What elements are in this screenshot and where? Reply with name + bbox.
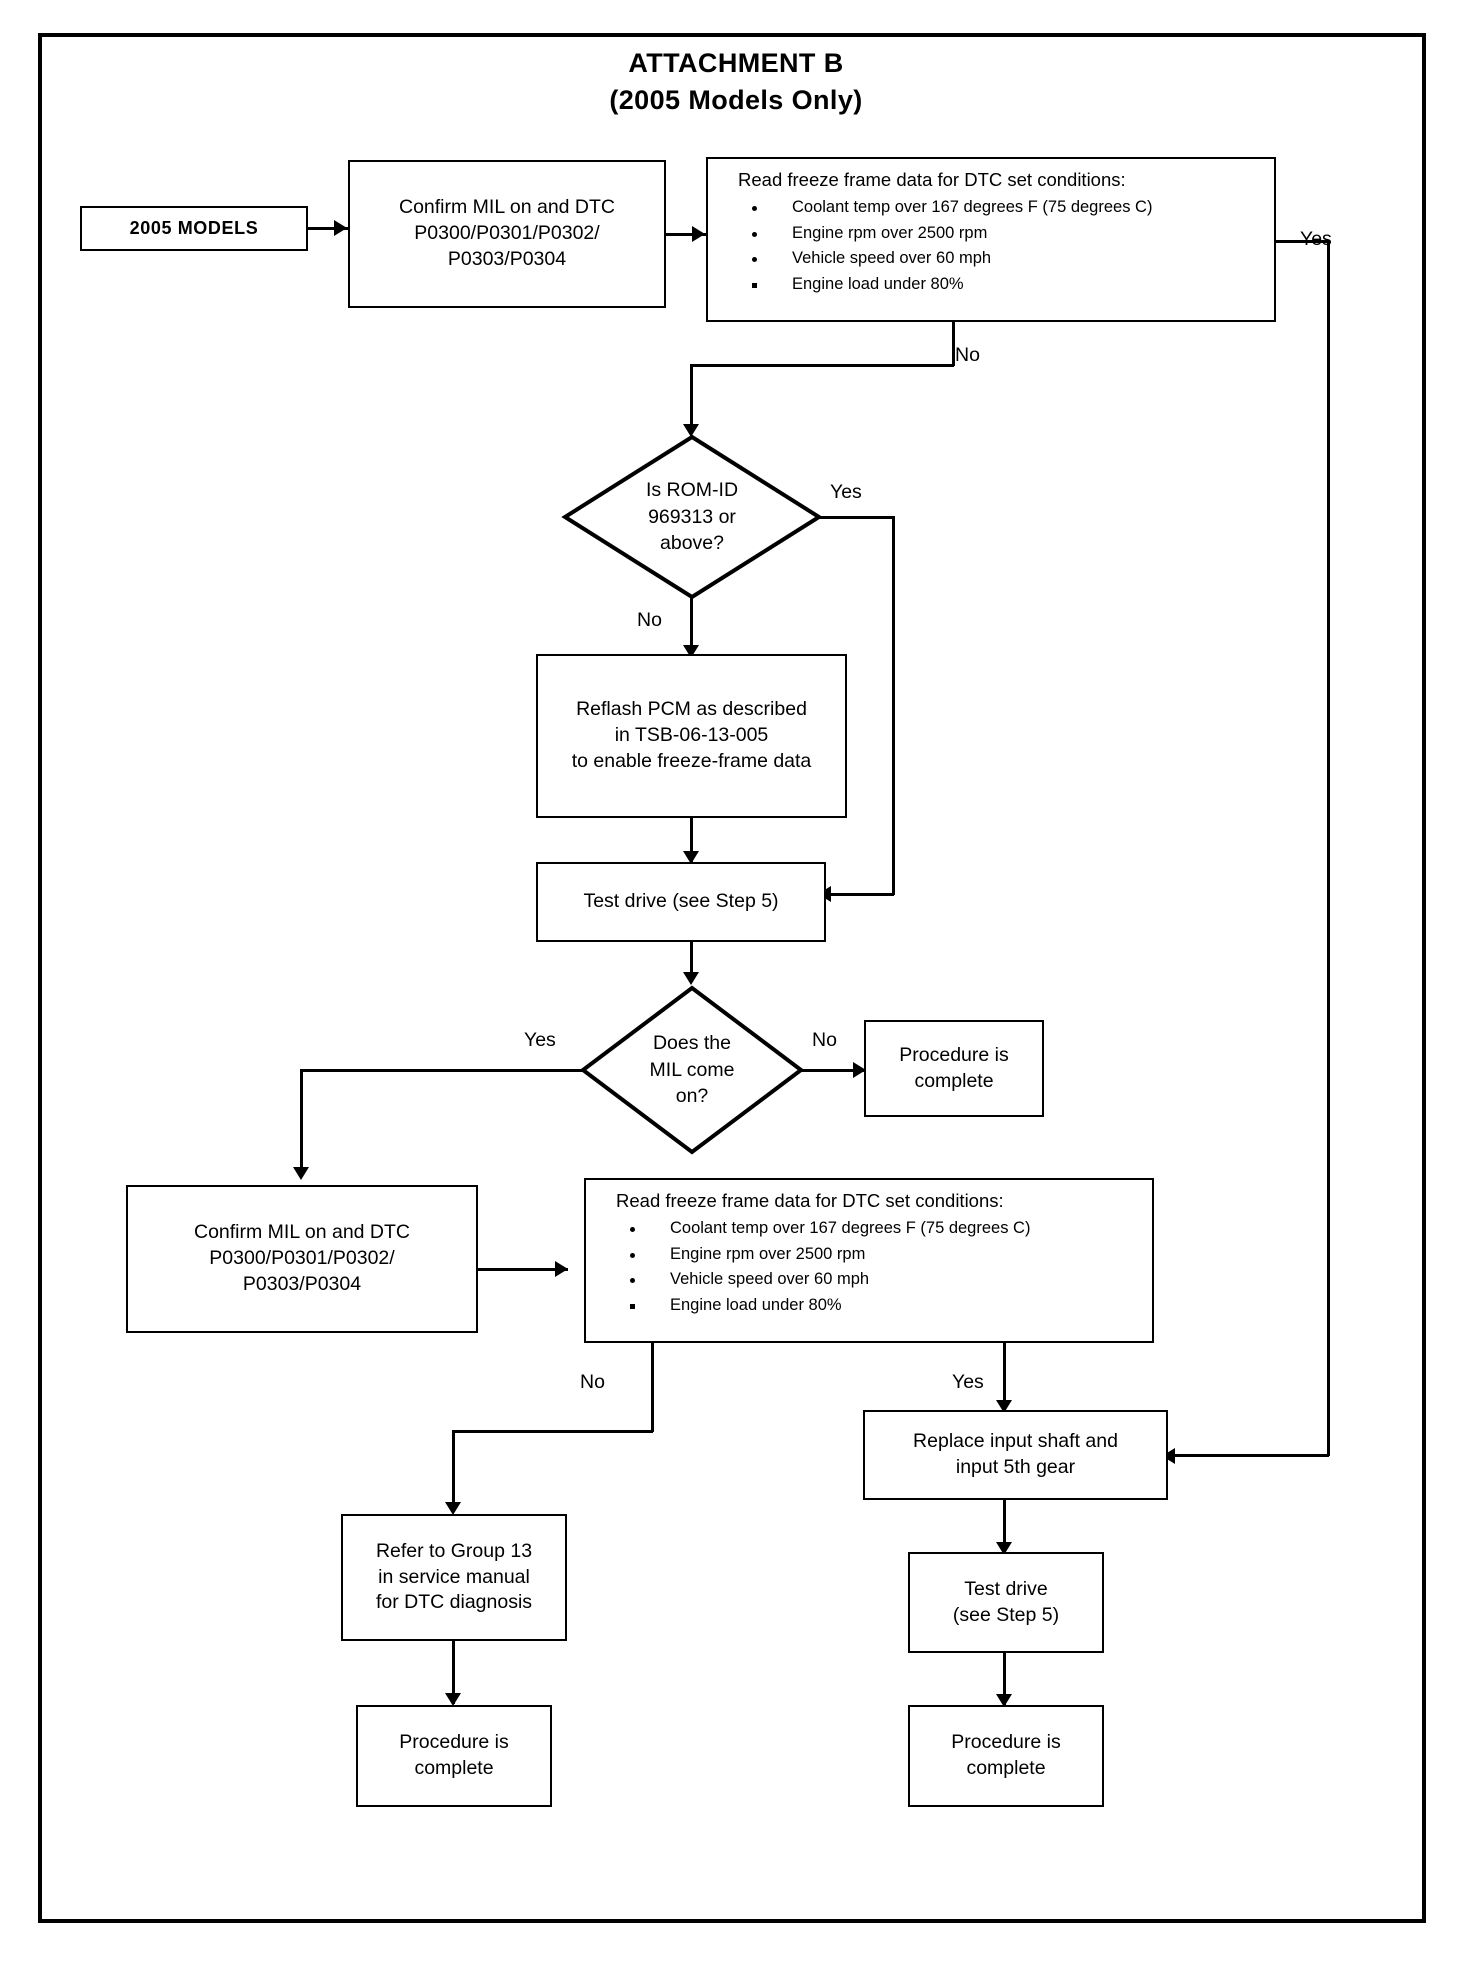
node-confirm-mil-1[interactable]: Confirm MIL on and DTC P0300/P0301/P0302… [348, 160, 666, 308]
arrowhead-confirm1-to-ff1 [692, 226, 705, 242]
edge-refer-to-complete2 [452, 1641, 455, 1704]
node-test-drive-2[interactable]: Test drive (see Step 5) [908, 1552, 1104, 1653]
edge-rom-no-v [690, 598, 693, 654]
freeze-frame-1-condition-0: Coolant temp over 167 degrees F (75 degr… [720, 195, 1262, 221]
node-start-2005-models[interactable]: 2005 MODELS [80, 206, 308, 251]
node-reflash-pcm[interactable]: Reflash PCM as described in TSB-06-13-00… [536, 654, 847, 818]
arrowhead-confirm2-to-ff2 [555, 1261, 568, 1277]
arrowhead-testdrive2-to-complete3 [996, 1694, 1012, 1707]
edge-ff2-no-v1 [651, 1343, 654, 1432]
edge-ff1-yes-h [1276, 240, 1330, 243]
arrowhead-testdrive1-to-mil [683, 972, 699, 985]
node-freeze-frame-1[interactable]: Read freeze frame data for DTC set condi… [706, 157, 1276, 322]
freeze-frame-2-heading: Read freeze frame data for DTC set condi… [616, 1190, 1004, 1211]
edge-ff1-no-v1 [952, 322, 955, 366]
freeze-frame-1-condition-1: Engine rpm over 2500 rpm [720, 221, 1262, 247]
node-rom-id-decision[interactable]: Is ROM-ID 969313 or above? [561, 434, 823, 600]
edge-start-to-confirm1 [308, 227, 348, 230]
freeze-frame-2-condition-1: Engine rpm over 2500 rpm [598, 1242, 1140, 1268]
edge-label-ff1-no: No [955, 344, 980, 366]
page-border [38, 33, 1426, 1923]
node-procedure-complete-1[interactable]: Procedure is complete [864, 1020, 1044, 1117]
freeze-frame-2-conditions: Coolant temp over 167 degrees F (75 degr… [598, 1216, 1140, 1318]
edge-label-rom-yes: Yes [830, 481, 862, 503]
freeze-frame-2-condition-0: Coolant temp over 167 degrees F (75 degr… [598, 1216, 1140, 1242]
arrowhead-reflash-to-testdrive1 [683, 851, 699, 864]
edge-mil-no-h [801, 1069, 865, 1072]
edge-label-rom-no: No [637, 609, 662, 631]
node-test-drive-1[interactable]: Test drive (see Step 5) [536, 862, 826, 942]
page-title-line1: ATTACHMENT B [628, 48, 844, 78]
edge-mil-yes-v [300, 1069, 303, 1177]
edge-ff2-yes-v [1003, 1343, 1006, 1410]
edge-mil-yes-h [300, 1069, 583, 1072]
arrowhead-ff2-yes [996, 1400, 1012, 1413]
rom-id-diamond-shape [561, 434, 823, 600]
edge-ff2-no-h [452, 1430, 653, 1433]
edge-ff1-no-h [690, 364, 954, 367]
page-title-line2: (2005 Models Only) [609, 85, 863, 115]
arrowhead-replace-to-testdrive2 [996, 1542, 1012, 1555]
node-mil-decision[interactable]: Does the MIL come on? [579, 985, 805, 1155]
edge-testdrive2-to-complete3 [1003, 1653, 1006, 1705]
arrowhead-start-to-confirm1 [334, 220, 347, 236]
freeze-frame-1-heading: Read freeze frame data for DTC set condi… [738, 169, 1126, 190]
edge-replace-to-testdrive2 [1003, 1500, 1006, 1552]
node-refer-group-13[interactable]: Refer to Group 13 in service manual for … [341, 1514, 567, 1641]
node-freeze-frame-2[interactable]: Read freeze frame data for DTC set condi… [584, 1178, 1154, 1343]
edge-label-mil-no: No [812, 1029, 837, 1051]
edge-label-mil-yes: Yes [524, 1029, 556, 1051]
node-replace-input-shaft[interactable]: Replace input shaft and input 5th gear [863, 1410, 1168, 1500]
edge-confirm2-to-ff2 [478, 1268, 568, 1271]
edge-rom-yes-h [819, 516, 894, 519]
edge-label-ff2-no: No [580, 1371, 605, 1393]
freeze-frame-1-condition-2: Vehicle speed over 60 mph [720, 246, 1262, 272]
edge-ff1-yes-h2 [1168, 1454, 1329, 1457]
freeze-frame-2-condition-3: Engine load under 80% [598, 1293, 1140, 1319]
freeze-frame-1-conditions: Coolant temp over 167 degrees F (75 degr… [720, 195, 1262, 297]
node-start-label: 2005 MODELS [129, 217, 259, 238]
arrowhead-mil-yes [293, 1167, 309, 1180]
arrowhead-ff2-no [445, 1502, 461, 1515]
arrowhead-refer-to-complete2 [445, 1693, 461, 1706]
edge-rom-yes-h2 [826, 893, 894, 896]
edge-reflash-to-testdrive1 [690, 818, 693, 862]
freeze-frame-1-condition-3: Engine load under 80% [720, 272, 1262, 298]
edge-ff2-no-v2 [452, 1430, 455, 1511]
node-procedure-complete-2[interactable]: Procedure is complete [356, 1705, 552, 1807]
mil-diamond-shape [579, 985, 805, 1155]
edge-ff1-yes-v [1327, 240, 1330, 1456]
arrowhead-mil-no [853, 1062, 866, 1078]
arrowhead-ff1-no [683, 424, 699, 437]
edge-label-ff1-yes: Yes [1300, 228, 1332, 250]
edge-rom-yes-v [892, 516, 895, 895]
node-confirm-mil-2[interactable]: Confirm MIL on and DTC P0300/P0301/P0302… [126, 1185, 478, 1333]
edge-ff1-no-v2 [690, 364, 693, 432]
edge-confirm1-to-ff1 [666, 233, 706, 236]
node-procedure-complete-3[interactable]: Procedure is complete [908, 1705, 1104, 1807]
edge-testdrive1-to-mil [690, 942, 693, 982]
edge-label-ff2-yes: Yes [952, 1371, 984, 1393]
freeze-frame-2-condition-2: Vehicle speed over 60 mph [598, 1267, 1140, 1293]
